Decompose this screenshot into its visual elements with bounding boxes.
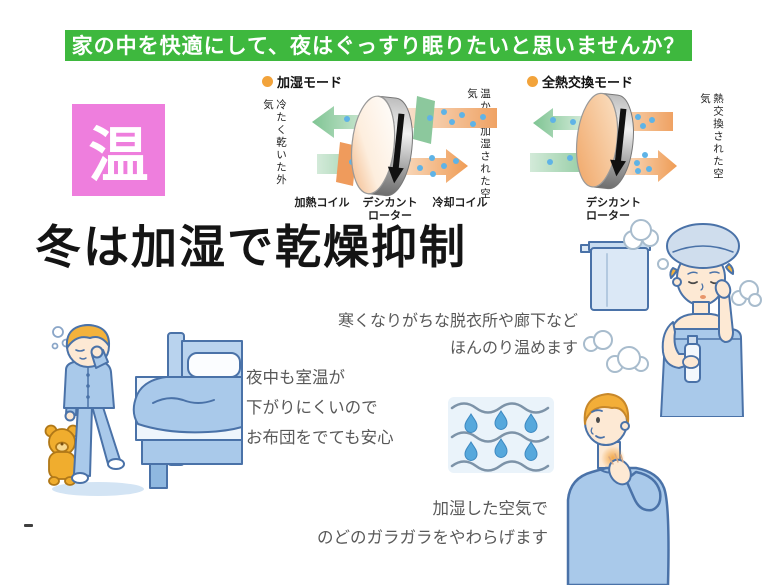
man-sore-throat-illustration <box>566 393 670 585</box>
sleep-bubbles-icon <box>51 326 71 350</box>
warm-badge: 温 <box>72 104 165 196</box>
humidify-mode-label: 加湿モード <box>277 76 343 91</box>
desiccant-rotor <box>575 92 634 190</box>
floor-shadow <box>52 482 144 496</box>
airflow-arrow-out-left <box>533 108 589 138</box>
airflow-band-in-left <box>530 153 590 172</box>
moisture-dots <box>344 109 486 177</box>
caption-throat: 加湿した空気で のどのガラガラをやわらげます <box>317 499 548 547</box>
footnote-dash <box>24 524 33 527</box>
caption-hallway: 寒くなりがちな脱衣所や廊下など ほんのり温めます <box>337 311 578 357</box>
heat-exchange-mode-diagram <box>530 92 677 190</box>
steam-puff-icon <box>731 280 762 307</box>
hanging-towel <box>580 241 651 311</box>
woman-after-bath-illustration <box>580 219 762 417</box>
orange-bullet-icon <box>527 76 538 87</box>
caption-night: 夜中も室温が 下がりにくいので お布団をでても安心 <box>246 368 394 447</box>
rotation-arrow-icon <box>610 108 627 177</box>
humidity-waves-icon <box>448 397 554 473</box>
woman <box>660 223 744 417</box>
desiccant-rotor-label-right: デシカント ローター <box>586 196 641 222</box>
desiccant-rotor <box>350 95 413 197</box>
child-and-bed-illustration <box>44 324 243 496</box>
bed <box>132 332 243 489</box>
cooling-coil-label: 冷却コイル <box>432 196 488 209</box>
desiccant-rotor-label-left: デシカント ローター <box>362 196 418 222</box>
heat-exchange-mode-label: 全熱交換モード <box>542 76 634 91</box>
page-title: 冬は加湿で乾燥抑制 <box>35 220 467 274</box>
orange-bullet-icon <box>262 76 273 87</box>
steam-puff-icon <box>583 219 669 373</box>
humidify-mode-diagram <box>312 95 497 197</box>
banner-headline: 家の中を快適にして、夜はぐっすり眠りたいと思いませんか？ <box>65 30 692 61</box>
airflow-arrow-out-right <box>403 149 468 183</box>
heating-coil-label: 加熱コイル <box>294 196 350 209</box>
rotation-arrow-icon <box>387 113 405 184</box>
heat-exchange-mode-title: 全熱交換モード <box>527 72 633 91</box>
airflow-arrow-out-left <box>312 106 377 138</box>
cold-outside-air-label: 冷たく乾いた外気 <box>262 99 287 187</box>
water-drop-icon <box>464 410 538 461</box>
cooling-coil-panel <box>413 96 435 144</box>
hand <box>608 458 632 486</box>
airflow-arrow-out-right <box>625 150 677 182</box>
child <box>63 324 125 484</box>
humidify-mode-title: 加湿モード <box>262 72 342 91</box>
heat-exchanged-air-label: 熱交換された空気 <box>699 93 724 181</box>
